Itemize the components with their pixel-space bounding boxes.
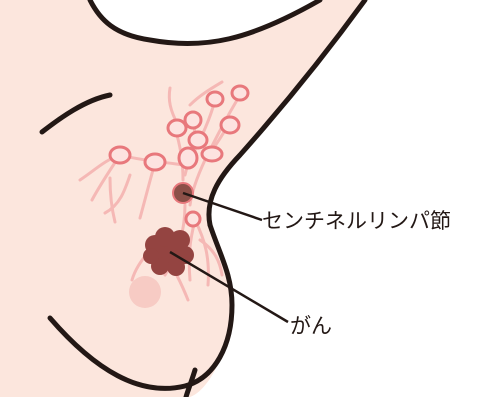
- lymph-node: [110, 147, 130, 163]
- lymph-node: [202, 147, 222, 161]
- lymph-node: [189, 132, 207, 148]
- lymph-node: [232, 86, 248, 100]
- lymph-node: [186, 212, 200, 226]
- lymph-node: [185, 112, 201, 128]
- lymph-node: [179, 148, 197, 168]
- sentinel-lymph-node-label: センチネルリンパ節: [262, 209, 451, 233]
- lymph-node: [145, 154, 165, 170]
- lymph-node: [207, 92, 223, 106]
- cancer-label: がん: [290, 314, 332, 338]
- nipple: [129, 276, 161, 308]
- lymph-node: [168, 120, 186, 136]
- lymph-node: [221, 117, 239, 133]
